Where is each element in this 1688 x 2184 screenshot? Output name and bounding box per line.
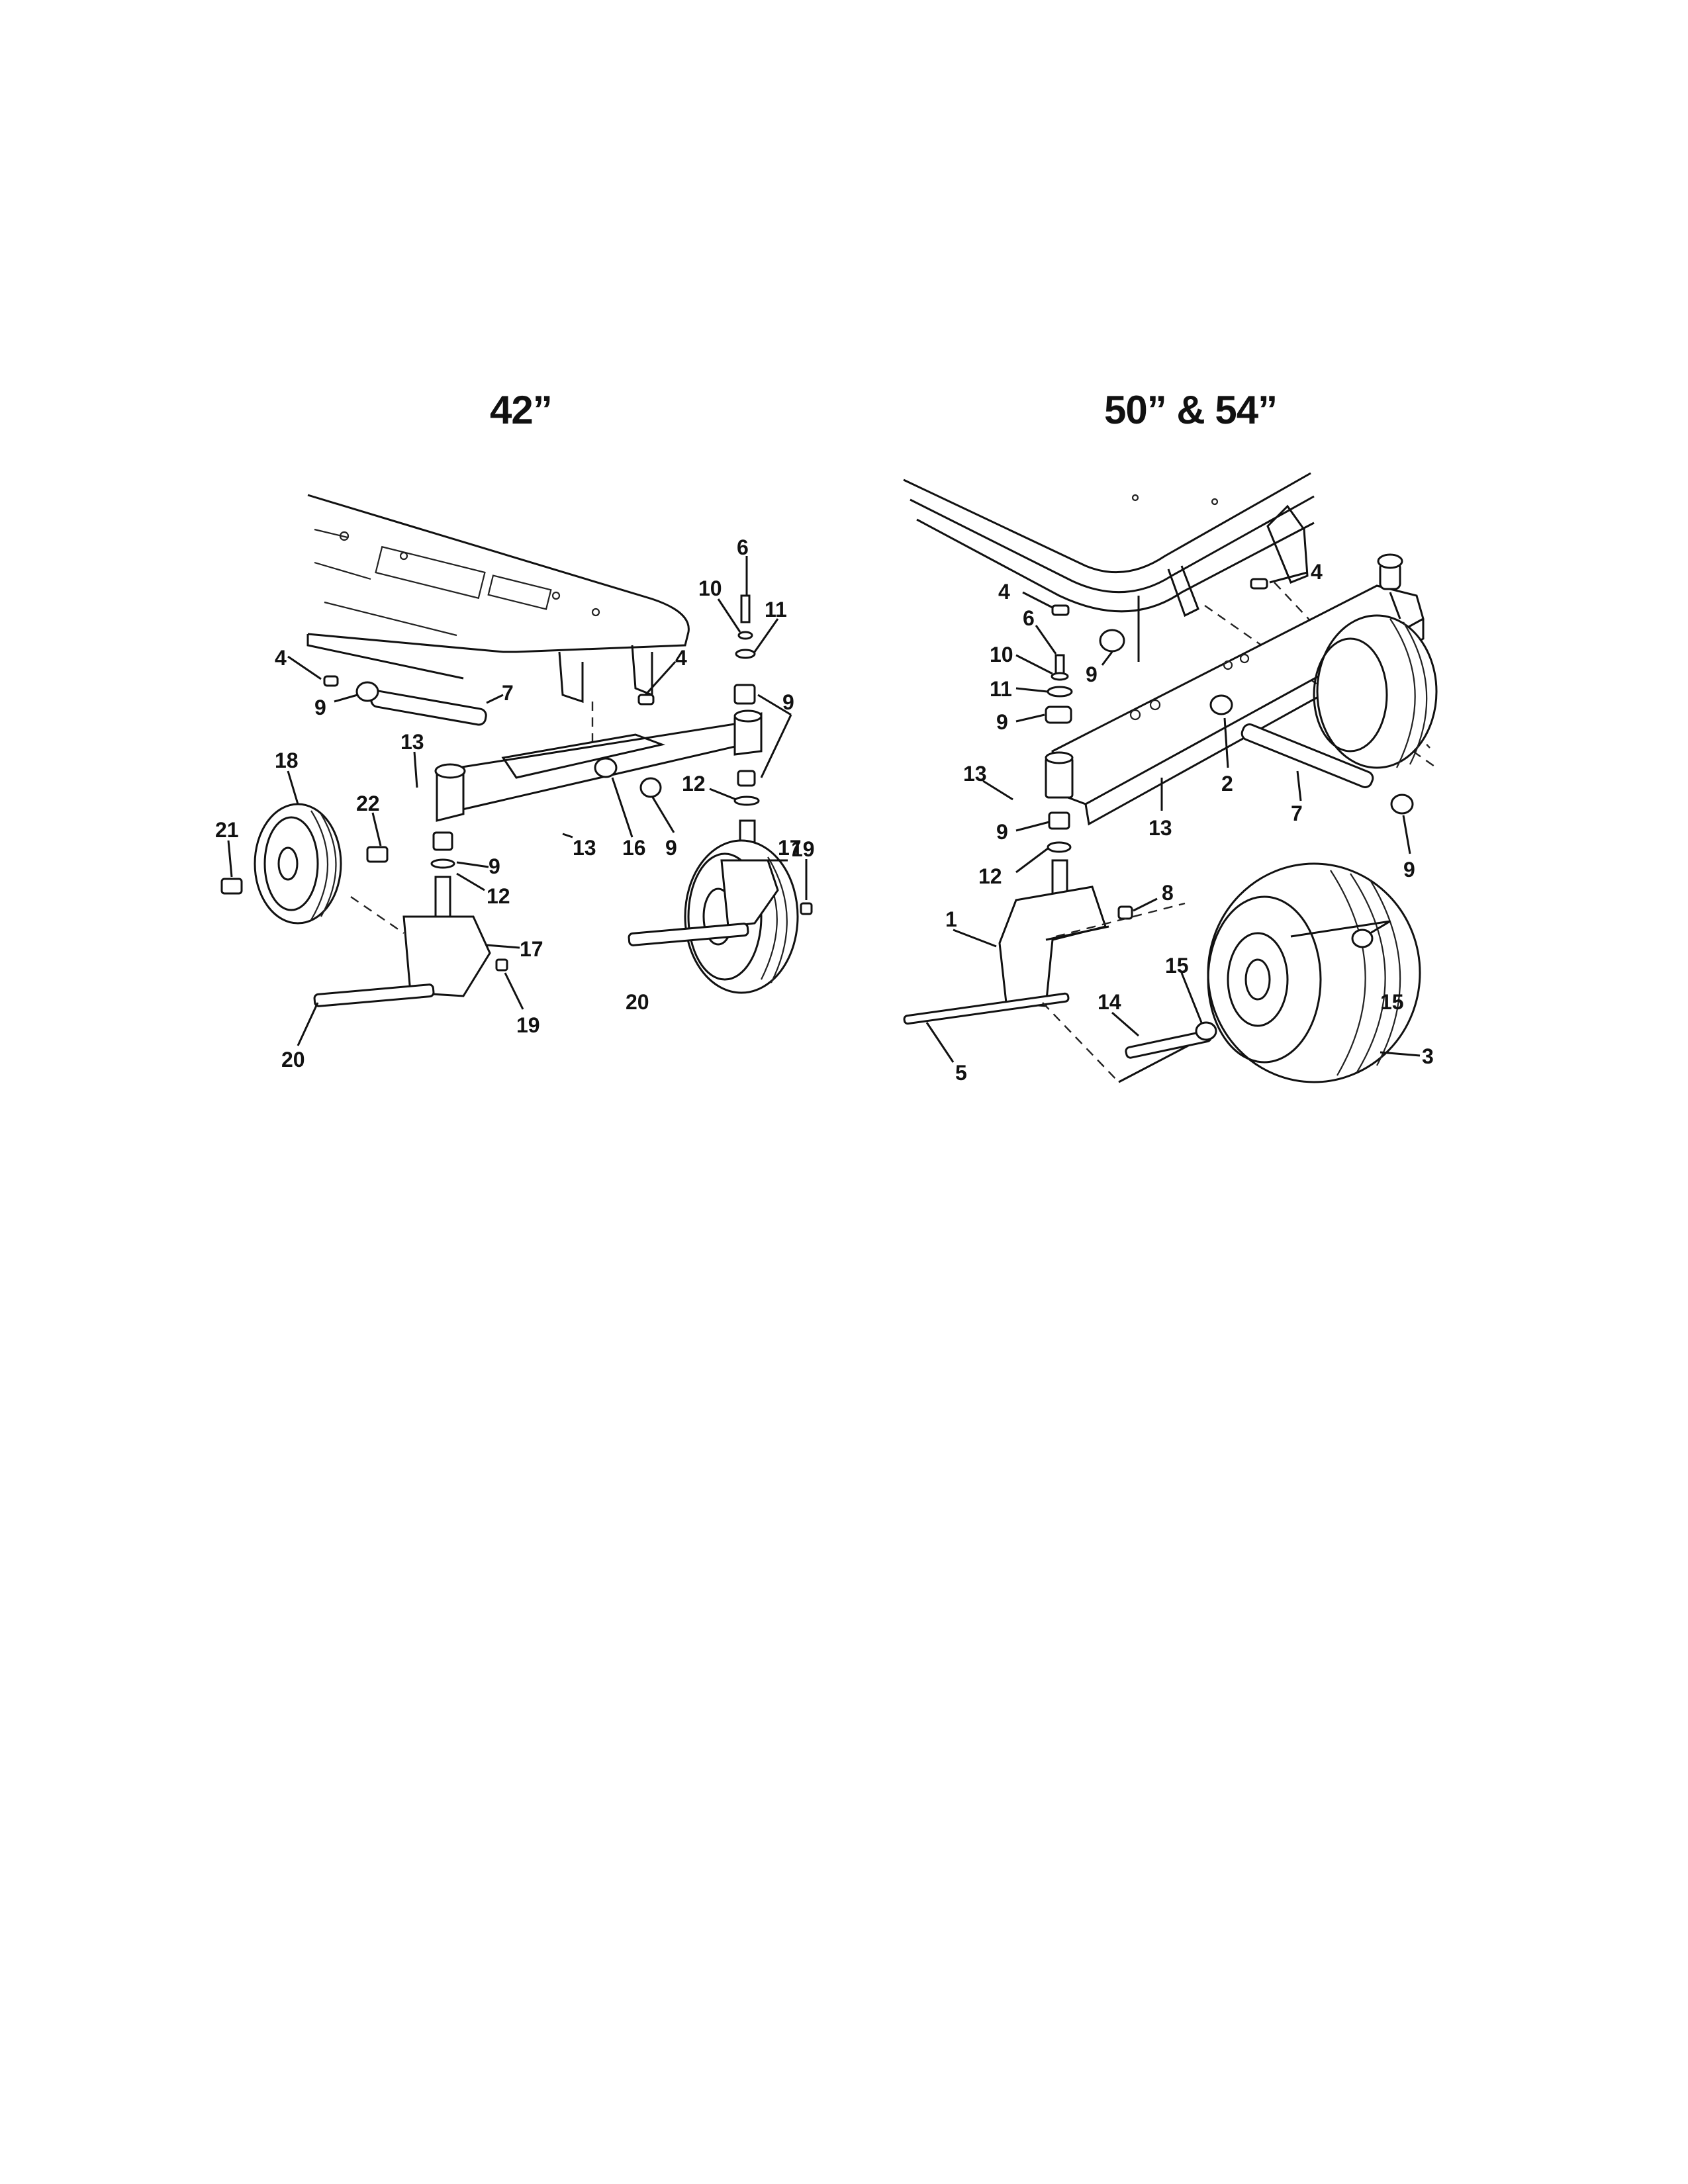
callout-50-9a: 9 [1086, 662, 1098, 686]
bushing-50-b [1045, 705, 1072, 724]
callout-42-17b: 17 [520, 937, 543, 961]
bolt-50-a [1051, 604, 1070, 616]
bushing-50-d [1048, 811, 1070, 830]
heading-50-54-inch: 50” & 54” [1104, 388, 1278, 432]
callout-50-4b: 4 [1311, 560, 1323, 584]
callout-50-11: 11 [990, 677, 1012, 701]
bolt-50-b [1250, 578, 1268, 590]
callout-50-6: 6 [1023, 606, 1035, 630]
washer-50-b [1047, 686, 1073, 698]
deck-plate-50 [903, 472, 1437, 768]
callout-42-18: 18 [275, 749, 299, 772]
front-axle-beam-42 [434, 709, 763, 822]
bushing-42-a [355, 681, 379, 702]
bushing-42-b [639, 777, 662, 798]
callouts-50: 4 4 6 9 10 11 9 13 2 7 9 13 9 12 8 1 15 … [945, 560, 1434, 1085]
pivot-rod-42 [370, 690, 487, 726]
callout-50-7: 7 [1291, 801, 1303, 825]
callout-50-15b: 15 [1380, 990, 1404, 1014]
callout-42-20b: 20 [281, 1048, 305, 1071]
right-caster-42 [628, 770, 813, 994]
callout-42-11: 11 [765, 598, 787, 621]
callout-50-10: 10 [990, 643, 1013, 666]
callout-42-19b: 19 [516, 1013, 540, 1037]
callout-42-22: 22 [356, 792, 380, 815]
callout-50-14: 14 [1098, 990, 1121, 1014]
washer-42-b [735, 649, 756, 659]
bushing-50-c [1390, 794, 1414, 815]
deck-plate-42 [306, 494, 690, 741]
callout-50-1: 1 [945, 907, 957, 931]
left-caster-42 [220, 803, 508, 1007]
callouts-42: 6 10 11 4 9 7 4 9 18 13 22 21 9 12 13 16… [215, 535, 815, 1071]
callout-42-13b: 13 [573, 836, 596, 860]
heading-42-inch: 42” [490, 388, 553, 432]
callout-42-17a: 17 [778, 836, 802, 860]
callout-42-7: 7 [502, 681, 514, 705]
bushing-50-a [1099, 629, 1125, 653]
callout-50-4a: 4 [998, 580, 1010, 604]
leader-lines-42 [227, 556, 808, 1046]
front-wheel-50 [1125, 862, 1421, 1083]
callout-42-6: 6 [737, 535, 749, 559]
pivot-rod-50 [1241, 723, 1374, 788]
callout-50-3: 3 [1422, 1044, 1434, 1068]
callout-42-9a: 9 [314, 696, 326, 719]
bolt-42-a [323, 675, 339, 687]
washer-50-c [1047, 841, 1072, 853]
callout-42-9c: 9 [489, 854, 500, 878]
washer-42-a [737, 631, 753, 640]
callout-42-19a: 19 [791, 837, 815, 861]
callout-50-2: 2 [1221, 772, 1233, 796]
callout-50-5: 5 [955, 1061, 967, 1085]
callout-42-10: 10 [698, 576, 722, 600]
assembly-50-54-inch: 4 4 6 9 10 11 9 13 2 7 9 13 9 12 8 1 15 … [903, 472, 1438, 1085]
callout-42-12a: 12 [487, 884, 510, 908]
callout-42-16: 16 [622, 836, 646, 860]
callout-42-20a: 20 [626, 990, 649, 1014]
callout-50-9d: 9 [996, 820, 1008, 844]
bolt-42-b [637, 694, 655, 705]
rear-wheel-50 [1313, 614, 1438, 769]
callout-42-4b: 4 [675, 646, 687, 670]
callout-42-13a: 13 [400, 730, 424, 754]
assembly-42-inch: 6 10 11 4 9 7 4 9 18 13 22 21 9 12 13 16… [215, 494, 815, 1071]
caster-fork-50 [903, 886, 1186, 1083]
callout-50-9b: 9 [996, 710, 1008, 734]
bushing-42-c [733, 684, 756, 705]
callout-50-13a: 13 [963, 762, 987, 786]
callout-42-4a: 4 [275, 646, 287, 670]
callout-50-8: 8 [1162, 881, 1174, 905]
callout-42-12b: 12 [682, 772, 706, 796]
callout-50-15a: 15 [1165, 954, 1189, 978]
pivot-tube-top-50 [1045, 751, 1074, 764]
callout-42-9b: 9 [782, 690, 794, 714]
washer-50-a [1051, 672, 1069, 681]
bolt-42-top [740, 594, 751, 623]
leader-lines-50 [925, 571, 1421, 1083]
callout-50-12: 12 [978, 864, 1002, 888]
callout-50-13b: 13 [1149, 816, 1172, 840]
callout-42-9d: 9 [665, 836, 677, 860]
bolt-50-top [1055, 654, 1065, 675]
callout-42-21: 21 [215, 818, 239, 842]
callout-50-9c: 9 [1403, 858, 1415, 882]
